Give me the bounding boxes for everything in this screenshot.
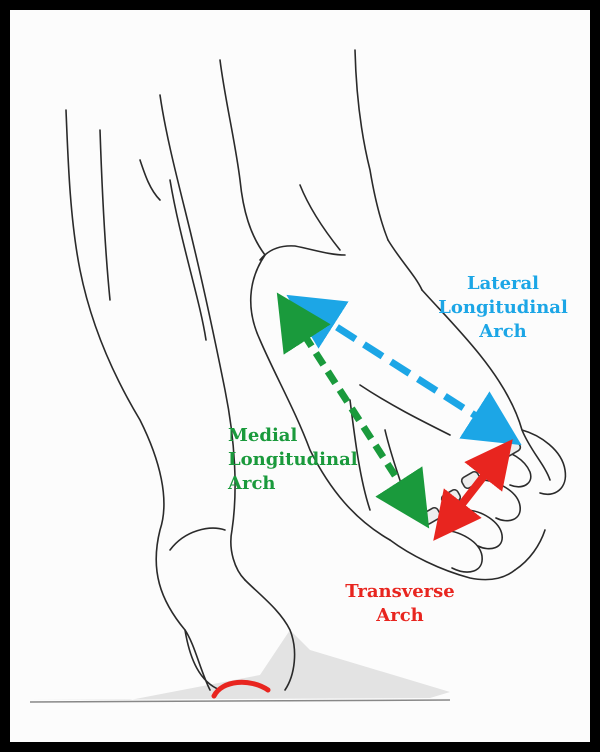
ground-shadow (30, 630, 450, 700)
transverse-arch-label: Transverse Arch (340, 580, 460, 628)
leg-outlines (66, 50, 565, 690)
ground-line (30, 700, 450, 702)
figure-canvas: Lateral Longitudinal Arch Medial Longitu… (10, 10, 590, 742)
medial-label-line-3: Arch (228, 472, 348, 496)
medial-label-line-2: Longitudinal (228, 448, 348, 472)
foot-illustration (10, 10, 590, 742)
medial-label-line-1: Medial (228, 424, 348, 448)
lateral-arch-label: Lateral Longitudinal Arch (428, 272, 578, 344)
lateral-label-line-1: Lateral (428, 272, 578, 296)
lateral-label-line-2: Longitudinal (428, 296, 578, 320)
lateral-label-line-3: Arch (428, 320, 578, 344)
transverse-label-line-2: Arch (340, 604, 460, 628)
medial-arch-label: Medial Longitudinal Arch (228, 424, 348, 496)
metatarsal-heads (420, 438, 522, 525)
transverse-label-line-1: Transverse (340, 580, 460, 604)
